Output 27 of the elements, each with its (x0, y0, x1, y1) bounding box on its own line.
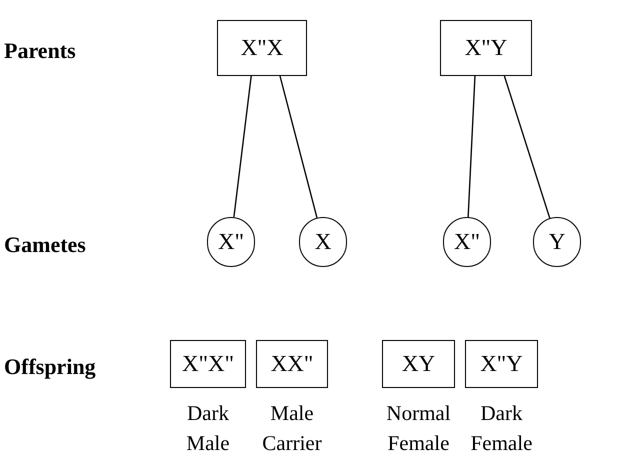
connector-line (233, 76, 252, 218)
genotype-text: X" (218, 228, 244, 256)
connector-line (504, 76, 550, 218)
phenotype-label: Normal Female (385, 400, 452, 452)
genotype-box (256, 340, 328, 388)
genotype-box (170, 340, 246, 388)
genotype-text: X"Y (480, 350, 523, 378)
row-label: Offspring (4, 353, 96, 381)
genotype-text: XY (402, 350, 436, 378)
phenotype-label: Dark Male (185, 400, 231, 452)
genotype-text: X"X" (182, 350, 234, 378)
connector-line (468, 76, 476, 218)
phenotype-label: Male Carrier (261, 400, 323, 452)
connector-line (279, 76, 318, 218)
genotype-box (440, 20, 532, 76)
genotype-box (217, 20, 307, 76)
genotype-text: X" (454, 228, 480, 256)
genotype-text: X (314, 228, 332, 256)
genotype-text: Y (548, 228, 566, 256)
row-label: Gametes (4, 231, 86, 259)
genotype-box (465, 340, 538, 388)
genotype-box (382, 340, 455, 388)
phenotype-label: Dark Female (470, 400, 534, 452)
genotype-text: X"X (240, 34, 284, 62)
genotype-text: X"Y (464, 34, 508, 62)
row-label: Parents (4, 37, 76, 65)
genotype-text: XX" (270, 350, 314, 378)
